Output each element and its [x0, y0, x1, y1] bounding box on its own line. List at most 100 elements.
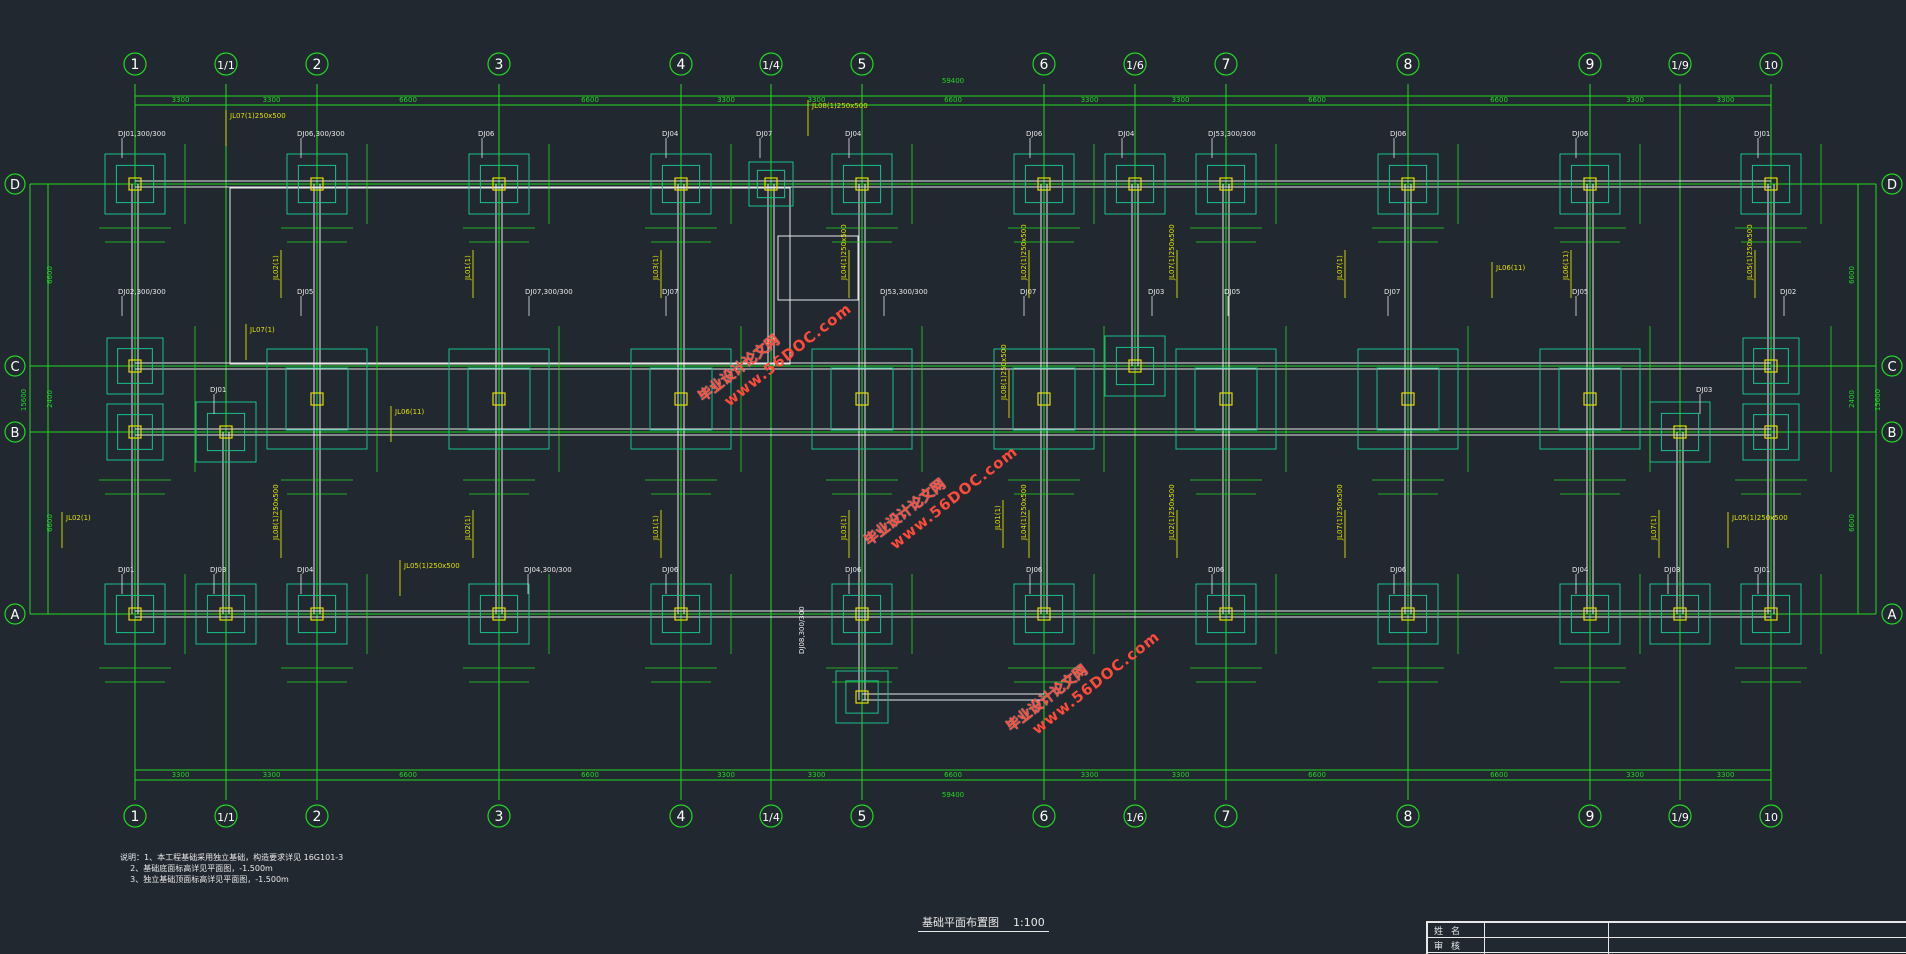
footing-outer: [1740, 583, 1802, 645]
column-square: [310, 177, 324, 191]
dimension-text-left: 6600: [46, 266, 54, 284]
column-square: [128, 177, 142, 191]
footing-label: DJ04: [662, 130, 679, 138]
beam-tag: JL07(1): [1650, 515, 1658, 541]
title-block-label-review: 审核: [1434, 942, 1469, 952]
column-square: [128, 607, 142, 621]
dimension-text-top-total: 59400: [942, 77, 964, 85]
grid-bubble: [1123, 804, 1147, 828]
column-square: [1673, 425, 1687, 439]
beam-tag: JL06(11): [1562, 250, 1570, 281]
column-square: [1219, 177, 1233, 191]
drawing-title-text: 基础平面布置图: [922, 916, 999, 929]
dimension-text-bottom-total: 59400: [942, 791, 964, 799]
column-square: [1764, 425, 1778, 439]
grid-bubble: [1759, 52, 1783, 76]
grid-bubble: [759, 804, 783, 828]
footing-inner: [1115, 164, 1155, 204]
footing-inner: [830, 367, 894, 431]
dimension-text-top: 6600: [944, 96, 962, 104]
footing-inner: [115, 164, 155, 204]
footing-inner: [1024, 594, 1064, 634]
grid-bubble: [1123, 52, 1147, 76]
dimension-text-top: 3300: [808, 96, 826, 104]
footing-inner: [649, 367, 713, 431]
footing-outer: [1175, 348, 1277, 450]
footing-outer: [195, 583, 257, 645]
beam-tag: JL07(1): [249, 326, 275, 334]
footing-outer: [831, 153, 893, 215]
title-block-divider: [1484, 923, 1485, 954]
footing-label: DJ06: [478, 130, 495, 138]
footing-inner: [285, 367, 349, 431]
footing-outer: [650, 153, 712, 215]
grid-bubble: [214, 804, 238, 828]
beam-tag: JL06(11): [1495, 264, 1526, 272]
footing-label: DJ04: [1118, 130, 1135, 138]
dimension-text-bottom: 6600: [944, 771, 962, 779]
footing-label: DJ01: [1754, 566, 1770, 574]
grid-bubble-label: 10: [1764, 59, 1778, 72]
column-square: [1037, 607, 1051, 621]
footing-inner: [297, 164, 337, 204]
column-square: [855, 177, 869, 191]
column-square: [855, 607, 869, 621]
footing-inner: [1570, 594, 1610, 634]
footing-inner: [1751, 594, 1791, 634]
footing-inner: [115, 594, 155, 634]
dimension-text-top: 3300: [1081, 96, 1099, 104]
grid-bubble-label: 7: [1222, 809, 1231, 825]
footing-inner: [661, 164, 701, 204]
beam-tag: JL06(11): [394, 408, 425, 416]
column-square: [1764, 177, 1778, 191]
footing-outer: [1649, 583, 1711, 645]
title-block-divider: [1608, 923, 1609, 954]
column-square: [1219, 392, 1233, 406]
beam-tag: JL08(1)250x500: [272, 484, 280, 541]
footing-label: DJ01,300/300: [118, 130, 166, 138]
footing-outer: [1559, 153, 1621, 215]
grid-bubble: [487, 804, 511, 828]
footing-outer: [286, 153, 348, 215]
footing-label: DJ06: [1026, 566, 1043, 574]
footing-outer: [1559, 583, 1621, 645]
dimension-text-bottom: 6600: [1308, 771, 1326, 779]
footing-outer: [266, 348, 368, 450]
grid-bubble-label: 1/6: [1126, 59, 1144, 72]
footing-label: DJ07: [1020, 288, 1036, 296]
grid-bubble-label: 1/4: [762, 811, 780, 824]
column-square: [1401, 607, 1415, 621]
column-square: [310, 392, 324, 406]
grid-bubble-label: 2: [313, 57, 322, 73]
dimension-text-top: 6600: [1490, 96, 1508, 104]
footing-outer: [195, 401, 257, 463]
grid-bubble: [305, 52, 329, 76]
beam-tag: JL01(1): [994, 505, 1002, 531]
column-square: [855, 392, 869, 406]
column-square: [128, 359, 142, 373]
grid-bubble: [123, 52, 147, 76]
footing-inner: [1753, 414, 1789, 450]
grid-bubble: [1214, 804, 1238, 828]
footing-outer: [1013, 583, 1075, 645]
grid-bubble: [1032, 52, 1056, 76]
footing-inner: [479, 594, 519, 634]
grid-bubble: [214, 52, 238, 76]
footing-inner: [661, 594, 701, 634]
dimension-text-bottom: 6600: [581, 771, 599, 779]
column-square: [674, 607, 688, 621]
footing-inner: [842, 164, 882, 204]
footing-outer: [468, 153, 530, 215]
dimension-text-bottom: 6600: [399, 771, 417, 779]
beam-tag: JL05(1)250x500: [403, 562, 460, 570]
footing-label: DJ04: [1572, 566, 1589, 574]
footing-label: DJ06: [1208, 566, 1225, 574]
grid-bubble-label: 1: [131, 809, 140, 825]
grid-bubble: [4, 421, 26, 443]
footing-label: DJ02,300/300: [118, 288, 166, 296]
footing-inner: [1024, 164, 1064, 204]
footing-label: DJ03: [210, 566, 226, 574]
dimension-text-bottom: 3300: [1626, 771, 1644, 779]
grid-bubble-label: D: [1887, 178, 1897, 193]
column-square: [1037, 177, 1051, 191]
